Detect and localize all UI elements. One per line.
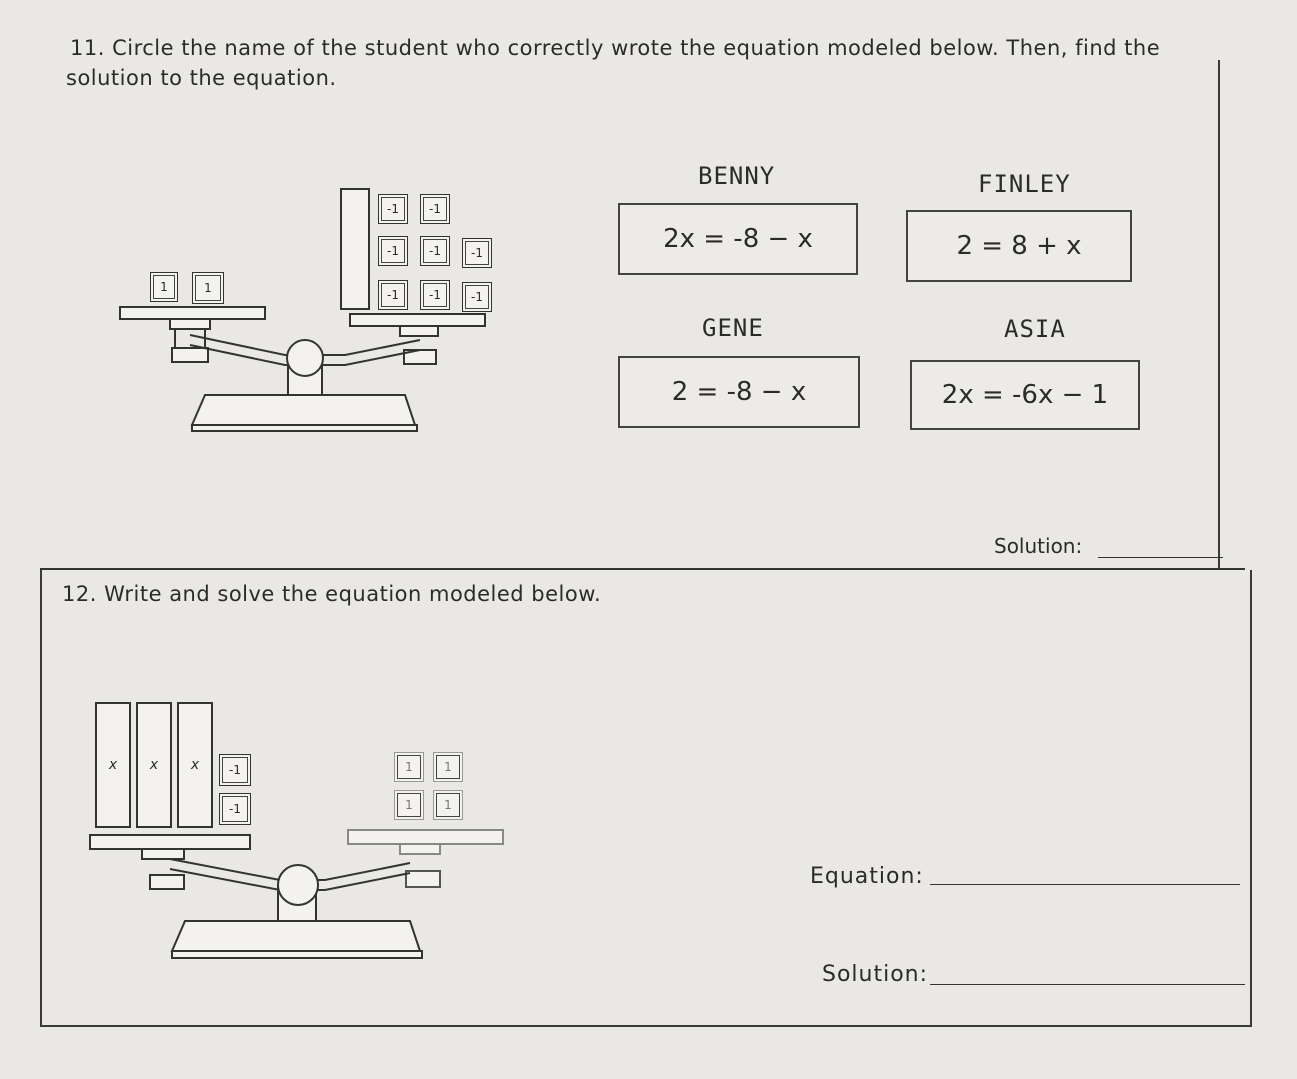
q11-right-tile-2: -1 — [420, 194, 450, 224]
section-divider — [40, 568, 1245, 570]
q11-right-tile-8: -1 — [462, 282, 492, 312]
q11-right-negative-x-bar — [340, 188, 370, 310]
asia-equation-box: 2x = -6x − 1 — [910, 360, 1140, 430]
benny-equation: 2x = -8 − x — [663, 224, 813, 254]
asia-equation: 2x = -6x − 1 — [941, 380, 1109, 410]
q12-x-bar-2-label: x — [149, 757, 159, 773]
q11-prompt-line1: 11. Circle the name of the student who c… — [70, 36, 1161, 60]
student-name-asia[interactable]: ASIA — [1004, 315, 1066, 343]
student-name-benny[interactable]: BENNY — [698, 162, 776, 190]
q12-right-tile-3: 1 — [394, 790, 424, 820]
gene-equation-box: 2 = -8 − x — [618, 356, 860, 428]
finley-equation: 2 = 8 + x — [956, 231, 1082, 261]
q12-right-tile-1: 1 — [394, 752, 424, 782]
q11-solution-label: Solution: — [994, 534, 1083, 558]
q12-prompt: 12. Write and solve the equation modeled… — [62, 582, 602, 606]
student-name-gene[interactable]: GENE — [702, 314, 764, 342]
q12-x-bar-1: x — [95, 702, 131, 828]
finley-equation-box: 2 = 8 + x — [906, 210, 1132, 282]
q11-right-tile-1: -1 — [378, 194, 408, 224]
q12-balance-scale — [89, 829, 504, 959]
q12-x-bar-3-label: x — [190, 757, 200, 773]
q12-solution-blank[interactable] — [930, 984, 1245, 985]
q11-right-tile-5: -1 — [462, 238, 492, 268]
q12-x-bar-3: x — [177, 702, 213, 828]
question-12-border — [40, 570, 1252, 1027]
q11-left-tile-2: 1 — [192, 272, 224, 304]
q11-balance-scale — [119, 306, 486, 432]
q12-solution-label: Solution: — [822, 962, 929, 987]
q11-left-tile-1: 1 — [150, 272, 178, 302]
q11-right-tile-7: -1 — [420, 280, 450, 310]
q12-right-tile-2: 1 — [433, 752, 463, 782]
q12-left-tile-1: -1 — [219, 754, 251, 786]
q12-equation-blank[interactable] — [930, 884, 1240, 885]
benny-equation-box: 2x = -8 − x — [618, 203, 858, 275]
q12-right-tile-4: 1 — [433, 790, 463, 820]
q11-right-tile-6: -1 — [378, 280, 408, 310]
q11-right-tile-4: -1 — [420, 236, 450, 266]
gene-equation: 2 = -8 − x — [671, 377, 807, 407]
q12-x-bar-1-label: x — [108, 757, 118, 773]
student-name-finley[interactable]: FINLEY — [978, 170, 1071, 198]
q12-left-tile-2: -1 — [219, 793, 251, 825]
q11-solution-blank[interactable] — [1098, 557, 1223, 558]
q12-x-bar-2: x — [136, 702, 172, 828]
q12-equation-label: Equation: — [810, 864, 924, 889]
q11-prompt-line2: solution to the equation. — [66, 66, 337, 90]
q11-right-tile-3: -1 — [378, 236, 408, 266]
